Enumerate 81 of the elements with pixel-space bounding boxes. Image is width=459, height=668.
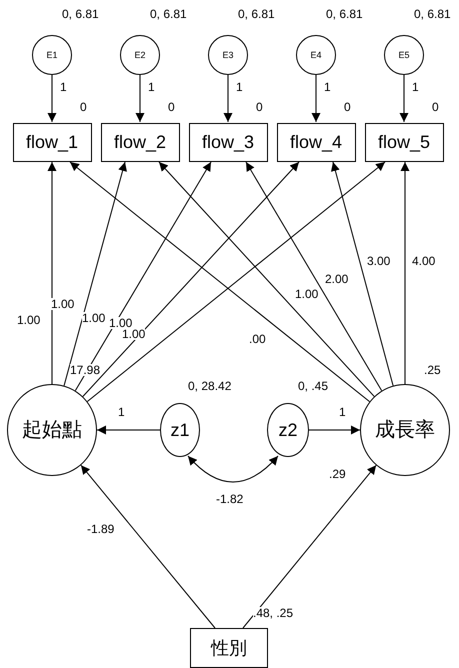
variable-name: flow_3 [202,133,254,151]
variable-name: flow_2 [114,133,166,151]
parameter-label: 0 [256,101,263,113]
variable-name: 成長率 [375,420,435,440]
arrow [96,426,160,434]
variable-name: flow_1 [26,133,78,151]
variable-ellipse [160,403,200,457]
parameter-label: 0, 6.81 [62,8,99,20]
arrow [80,464,216,628]
edge-label: -1.89 [87,523,114,535]
variable-name: E1 [46,50,58,60]
edge-label: 1.00 [51,298,74,310]
arrow [331,162,394,386]
variable-name: 性別 [211,639,247,657]
arrow [64,162,127,386]
variable-ellipse [384,35,424,75]
arrow [158,162,375,397]
variable-ellipse [296,35,336,75]
variable-ellipse [32,35,72,75]
parameter-label: 0 [80,101,87,113]
parameter-label: 0 [344,101,351,113]
variable-box [188,122,268,162]
arrow [48,162,56,384]
edge-label: .00 [249,333,266,345]
edge-label: 2.00 [325,273,348,285]
edge-label: 1.00 [122,328,146,340]
edge-label: 1 [118,406,125,418]
edge-label: 1.00 [17,314,40,326]
edge-label: 1 [60,81,67,93]
edge-label: 4.00 [412,255,436,267]
variable-box [100,122,180,162]
variable-name: flow_4 [290,133,342,151]
edge-label: 1 [236,81,243,93]
parameter-label: 17.98 [70,364,100,376]
edge-label: 1.00 [295,288,318,300]
variable-name: flow_5 [378,133,430,151]
edge-label: 1 [339,406,346,418]
parameter-label: 0, 6.81 [414,8,451,20]
parameter-label: 0, 6.81 [326,8,363,20]
variable-box [12,122,92,162]
parameter-label: .48, .25 [253,607,294,619]
arrow [48,74,56,122]
edge-label: -1.82 [216,493,244,505]
edge-label: 1.00 [82,312,106,324]
variable-box [364,122,444,162]
arrow [400,74,408,122]
variable-ellipse [208,35,248,75]
arrow [312,74,320,122]
arrow [308,426,360,434]
variable-name: z2 [278,421,298,439]
parameter-label: 0, .45 [298,380,328,392]
variable-name: 起始點 [22,420,82,440]
variable-ellipse [267,403,309,457]
parameter-label: 0, 6.81 [150,8,187,20]
arrow [246,162,382,392]
variable-box [190,628,268,668]
edge-label: 3.00 [367,255,390,267]
variable-name: E5 [398,50,410,60]
arrow [82,162,300,398]
parameter-label: 0, 28.42 [188,380,232,392]
variable-name: E4 [310,50,322,60]
edge-label: 1 [148,81,155,93]
edge-label: .29 [329,468,346,480]
parameter-label: 0 [432,101,439,113]
arrow [400,162,410,384]
parameter-label: 0 [168,101,175,113]
edge-label: 1 [412,81,419,93]
arrow [224,74,232,122]
variable-box [276,122,356,162]
parameter-label: 0, 6.81 [238,8,275,20]
variable-ellipse [120,35,160,75]
parameter-label: .25 [424,364,441,376]
edge-label: 1 [324,81,331,93]
arrow [74,162,212,392]
edge-label: 1.00 [109,317,132,329]
variable-name: E2 [134,50,146,60]
arrow [136,74,144,122]
variable-name: E3 [222,50,234,60]
variable-name: z1 [170,421,190,439]
arrow [242,464,377,628]
arrow [188,456,278,482]
